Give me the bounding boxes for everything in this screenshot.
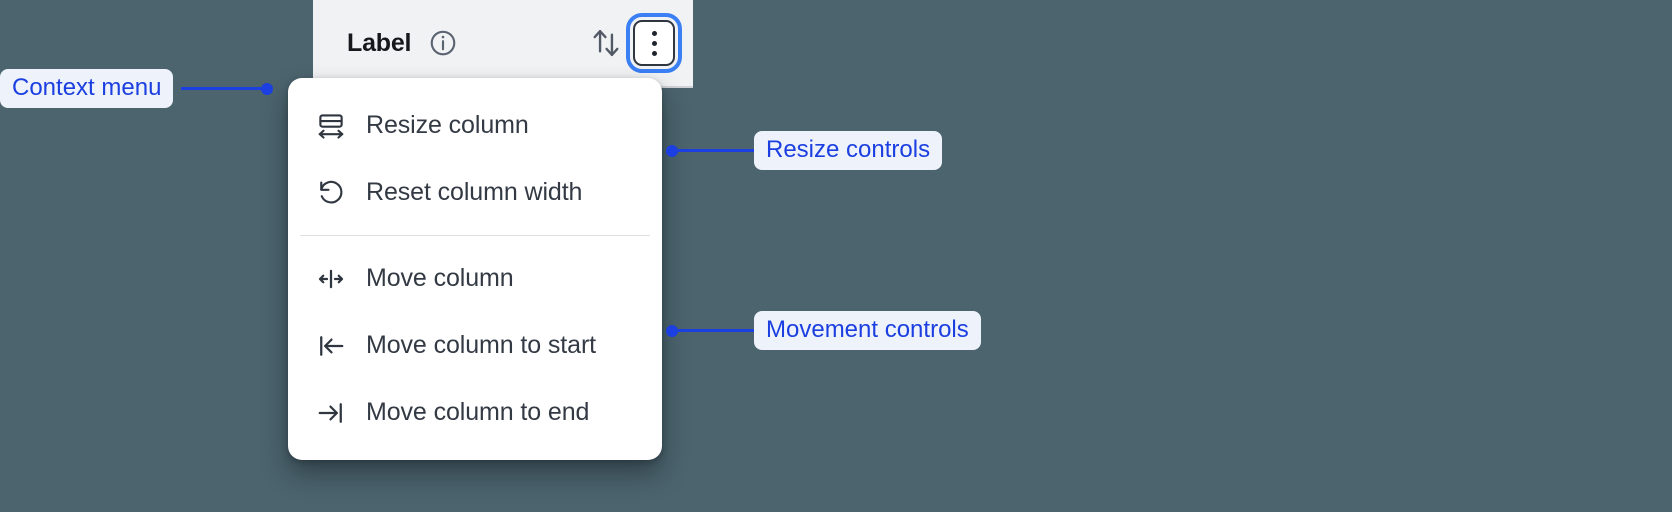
- menu-item-move-column[interactable]: Move column: [288, 245, 662, 312]
- annotation-leader-line: [181, 87, 262, 91]
- kebab-dot: [651, 40, 657, 46]
- annotation-leader-line: [678, 149, 754, 153]
- annotation-movement-controls: Movement controls: [666, 311, 981, 351]
- column-header: Label: [313, 0, 693, 88]
- menu-item-label: Move column to start: [366, 331, 597, 359]
- resize-column-icon: [314, 109, 348, 143]
- menu-item-move-column-to-start[interactable]: Move column to start: [288, 312, 662, 379]
- column-context-menu[interactable]: Resize column Reset column width Move co…: [288, 78, 662, 460]
- annotation-anchor-dot: [666, 144, 678, 157]
- sort-up-down-icon[interactable]: [589, 24, 623, 62]
- menu-item-move-column-to-end[interactable]: Move column to end: [288, 379, 662, 446]
- annotation-label: Resize controls: [754, 131, 943, 171]
- kebab-dot: [651, 30, 657, 36]
- menu-item-resize-column[interactable]: Resize column: [288, 92, 662, 159]
- menu-item-label: Move column: [366, 264, 514, 292]
- menu-separator: [300, 235, 650, 236]
- menu-item-label: Reset column width: [366, 178, 583, 206]
- page-title: Label: [347, 28, 412, 57]
- info-circle-icon[interactable]: [428, 28, 458, 58]
- annotation-anchor-dot: [666, 324, 678, 337]
- menu-item-label: Resize column: [366, 111, 529, 139]
- annotation-resize-controls: Resize controls: [666, 131, 943, 171]
- move-to-start-icon: [314, 329, 348, 363]
- annotation-label: Movement controls: [754, 311, 981, 351]
- move-to-end-icon: [314, 396, 348, 430]
- kebab-dot: [651, 50, 657, 56]
- annotation-anchor-dot: [261, 82, 274, 95]
- menu-item-reset-column-width[interactable]: Reset column width: [288, 159, 662, 226]
- column-menu-button[interactable]: [626, 13, 682, 73]
- menu-item-label: Move column to end: [366, 398, 590, 426]
- annotation-context-menu: Context menu: [0, 69, 274, 109]
- reset-width-icon: [314, 176, 348, 210]
- annotation-leader-line: [678, 329, 754, 333]
- annotation-label: Context menu: [0, 69, 174, 109]
- move-column-icon: [314, 262, 348, 296]
